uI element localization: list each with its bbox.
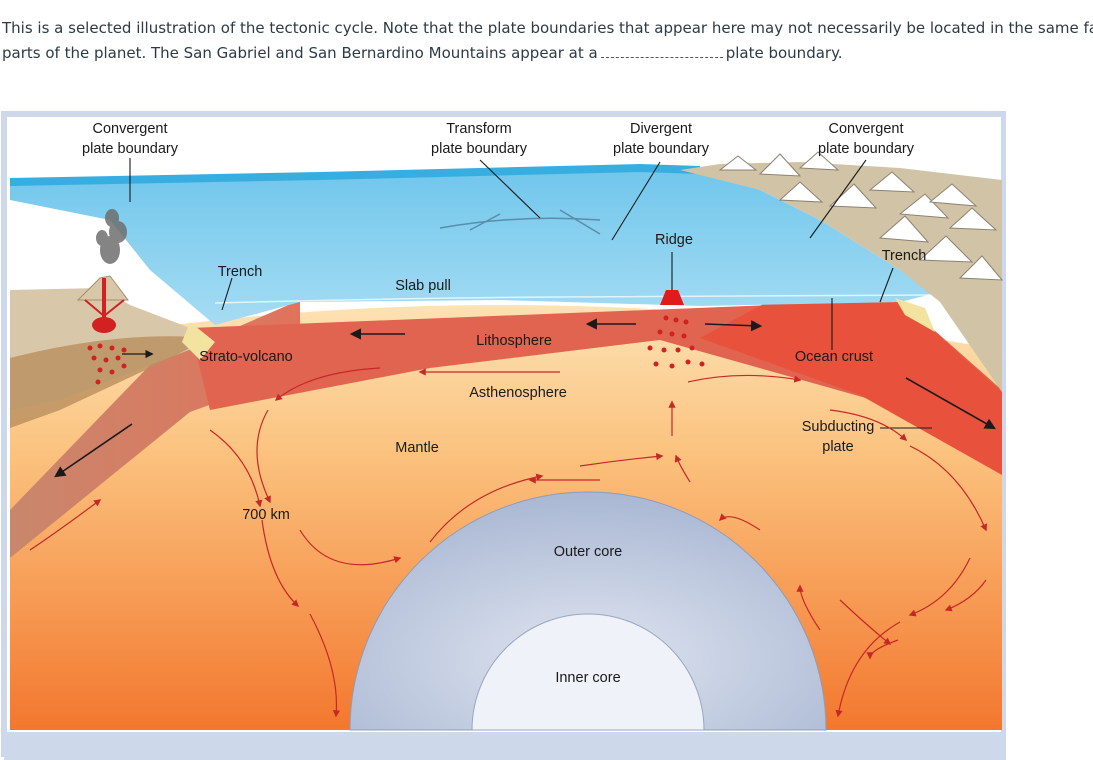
label-strato-volcano: Strato-volcano	[199, 349, 293, 365]
label-subducting-line2: plate	[822, 439, 853, 455]
label-700-km: 700 km	[242, 507, 290, 523]
right-trench-wedge	[895, 298, 935, 332]
transform-fault	[439, 209, 601, 235]
label-subducting-line1: Subducting	[802, 419, 875, 435]
label-divergent-line1: Divergent	[630, 121, 692, 137]
question-line-2-start: parts of the planet. The San Gabriel and…	[2, 44, 598, 62]
magma-droplets-ridge	[647, 315, 705, 369]
label-slab-pull: Slab pull	[395, 278, 451, 294]
outer-core	[349, 491, 827, 731]
label-ridge: Ridge	[655, 232, 693, 248]
label-convergent-left-line1: Convergent	[93, 121, 168, 137]
left-continent-root	[10, 336, 210, 428]
magma-feeder	[84, 299, 125, 318]
magma-droplets-left	[87, 343, 127, 385]
label-asthenosphere: Asthenosphere	[469, 385, 567, 401]
label-convergent-right-line2: plate boundary	[818, 141, 915, 157]
label-convergent-left-line2: plate boundary	[82, 141, 179, 157]
label-transform-line2: plate boundary	[431, 141, 528, 157]
label-lithosphere: Lithosphere	[476, 333, 552, 349]
mountain-range	[718, 151, 1004, 281]
inner-core	[471, 613, 705, 731]
ridge-magma	[660, 290, 684, 305]
ocean-surface	[9, 163, 701, 186]
leader-lines	[129, 158, 932, 429]
convection-arrows	[29, 367, 988, 718]
tectonic-cycle-diagram: Convergent plate boundary Transform plat…	[1, 111, 1006, 760]
question-line-2: parts of the planet. The San Gabriel and…	[2, 41, 1093, 66]
right-subducting-slab	[700, 295, 1002, 475]
label-mantle: Mantle	[395, 440, 439, 456]
question-line-1: This is a selected illustration of the t…	[2, 19, 1093, 37]
right-continent	[680, 162, 1002, 392]
question-text: This is a selected illustration of the t…	[2, 16, 1093, 66]
label-convergent-right-line1: Convergent	[829, 121, 904, 137]
plate-motion-arrows	[54, 318, 996, 478]
ocean	[10, 166, 940, 325]
question-line-2-end: plate boundary.	[725, 44, 843, 62]
left-trench-wedge	[182, 322, 215, 360]
label-transform-line1: Transform	[446, 121, 512, 137]
figure-bottom-band	[4, 732, 1006, 760]
label-divergent-line2: plate boundary	[613, 141, 710, 157]
label-ocean-crust: Ocean crust	[795, 349, 873, 365]
label-outer-core: Outer core	[554, 544, 623, 560]
label-trench-right: Trench	[882, 248, 927, 264]
volcanic-ash-plume	[96, 209, 127, 264]
label-inner-core: Inner core	[555, 670, 620, 686]
sea-floor-line	[214, 294, 936, 304]
label-trench-left: Trench	[218, 264, 263, 280]
answer-blank[interactable]	[600, 43, 723, 58]
magma-chamber	[92, 317, 116, 333]
